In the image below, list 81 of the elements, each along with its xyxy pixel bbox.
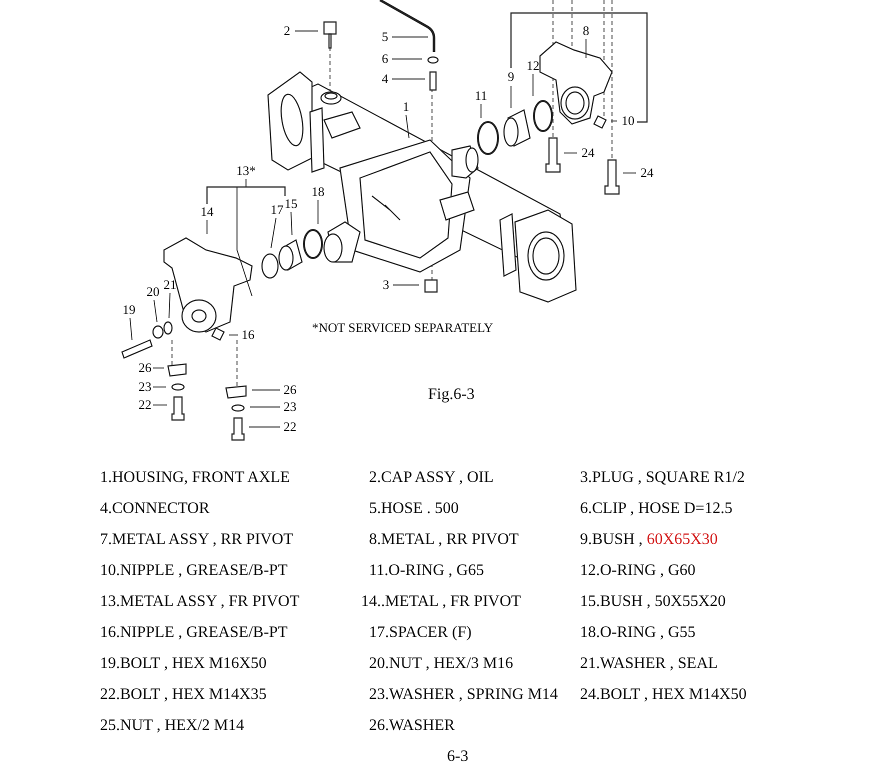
- callout-number: 10: [622, 114, 634, 128]
- leader-line: [610, 120, 618, 122]
- callout-number: 4: [382, 72, 388, 86]
- parts-list-entry: 3.PLUG , SQUARE R1/2: [580, 469, 745, 487]
- leader-line: [564, 152, 578, 154]
- leader-line: [392, 36, 428, 38]
- callout-number: 12: [526, 59, 540, 73]
- callout-number: 13*: [236, 164, 256, 178]
- callout-number: 9: [508, 70, 514, 84]
- callout-number: 15: [284, 197, 298, 211]
- parts-list-entry: 9.BUSH , 60X65X30: [580, 531, 718, 549]
- callout-number: 14: [200, 205, 214, 219]
- parts-list-entry: 16.NIPPLE , GREASE/B-PT: [100, 624, 288, 642]
- callout-number: 19: [122, 303, 136, 317]
- leader-line: [510, 86, 512, 108]
- leader-line: [236, 178, 252, 296]
- callout-number: 2: [284, 24, 290, 38]
- callout-number: 18: [312, 185, 324, 199]
- parts-list-entry: 23.WASHER , SPRING M14: [369, 686, 558, 704]
- parts-list-entry: 15.BUSH , 50X55X20: [580, 593, 726, 611]
- parts-list-entry: 21.WASHER , SEAL: [580, 655, 718, 673]
- leader-line: [480, 104, 482, 118]
- page-number: 6-3: [447, 748, 468, 766]
- callout-number: 5: [382, 30, 388, 44]
- leader-line: [622, 172, 636, 174]
- callout-number: 22: [138, 398, 152, 412]
- parts-list-entry: 8.METAL , RR PIVOT: [369, 531, 519, 549]
- leader-line: [206, 220, 208, 234]
- parts-list-entry: 19.BOLT , HEX M16X50: [100, 655, 267, 673]
- callout-number: 8: [582, 24, 590, 38]
- leader-line: [228, 334, 238, 336]
- callout-number: 1: [402, 100, 410, 114]
- leader-line: [270, 218, 276, 248]
- parts-list-entry: 14..METAL , FR PIVOT: [361, 593, 521, 611]
- leader-line: [532, 74, 534, 96]
- leader-line: [154, 300, 158, 322]
- callout-number: 23: [138, 380, 152, 394]
- leader-line: [168, 292, 170, 318]
- callout-number: 17: [270, 203, 284, 217]
- callout-number: 21: [164, 278, 176, 292]
- note-text: *NOT SERVICED SEPARATELY: [312, 319, 494, 337]
- parts-list-entry: 4.CONNECTOR: [100, 500, 210, 518]
- leader-line: [392, 284, 420, 286]
- callout-number: 23: [284, 400, 296, 414]
- parts-list-entry: 6.CLIP , HOSE D=12.5: [580, 500, 732, 518]
- callout-number: 20: [146, 285, 160, 299]
- parts-list-entry: 20.NUT , HEX/3 M16: [369, 655, 514, 673]
- leader-line: [152, 386, 166, 388]
- leader-line: [130, 318, 132, 340]
- parts-list-entry: 12.O-RING , G60: [580, 562, 696, 580]
- parts-list-entry: 11.O-RING , G65: [369, 562, 484, 580]
- leader-line: [250, 406, 280, 408]
- parts-list-entry: 5.HOSE . 500: [369, 500, 459, 518]
- callout-number: 6: [382, 52, 388, 66]
- leader-line: [392, 78, 426, 80]
- leader-line: [290, 212, 292, 236]
- parts-list-entry: 24.BOLT , HEX M14X50: [580, 686, 747, 704]
- parts-list-entry: 10.NIPPLE , GREASE/B-PT: [100, 562, 288, 580]
- parts-list-entry: 22.BOLT , HEX M14X35: [100, 686, 267, 704]
- callout-number: 11: [474, 89, 488, 103]
- parts-list-entry: 7.METAL ASSY , RR PIVOT: [100, 531, 294, 549]
- parts-list-entry: 18.O-RING , G55: [580, 624, 696, 642]
- parts-list-entry: 17.SPACER (F): [369, 624, 472, 642]
- leader-line: [392, 58, 422, 60]
- leader-line: [152, 404, 168, 406]
- callout-number: 26: [284, 383, 296, 397]
- leader-line: [248, 426, 280, 428]
- callout-number: 24: [582, 146, 594, 160]
- callout-number: 22: [284, 420, 296, 434]
- parts-list-entry: 2.CAP ASSY , OIL: [369, 469, 494, 487]
- figure-caption: Fig.6-3: [428, 386, 475, 404]
- parts-list-entry: 25.NUT , HEX/2 M14: [100, 717, 244, 735]
- leader-line: [406, 114, 410, 138]
- callout-number: 26: [138, 361, 152, 375]
- callout-number: 16: [242, 328, 254, 342]
- parts-list-entry: 13.METAL ASSY , FR PIVOT: [100, 593, 300, 611]
- callout-number: 24: [640, 166, 654, 180]
- callout-number: 3: [382, 278, 390, 292]
- parts-list-entry: 1.HOUSING, FRONT AXLE: [100, 469, 290, 487]
- parts-list-entry: 26.WASHER: [369, 717, 455, 735]
- leader-line: [294, 30, 318, 32]
